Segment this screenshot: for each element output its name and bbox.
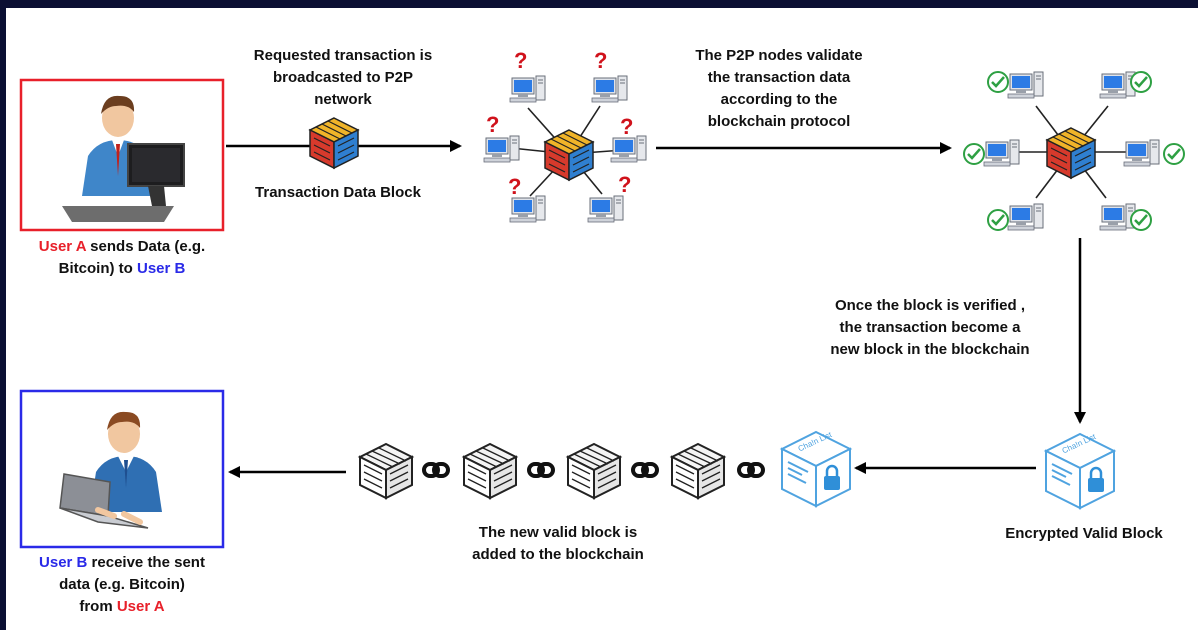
added-label: The new valid block is added to the bloc… — [458, 522, 658, 566]
node-icon — [587, 195, 624, 223]
caption-text: Bitcoin) to — [58, 260, 137, 277]
node-icon — [610, 135, 647, 163]
chain-link-icon — [737, 462, 765, 478]
verified-label: Once the block is verified , the transac… — [800, 295, 1060, 361]
encrypted-valid-block-label: Encrypted Valid Block — [1005, 525, 1163, 542]
check-icon — [1130, 71, 1152, 93]
transaction-data-block-label: Transaction Data Block — [255, 184, 421, 201]
node-icon — [509, 75, 546, 103]
user-b-caption-line: from User A — [16, 596, 228, 618]
question-mark-icon: ? — [486, 112, 499, 137]
broadcast-label-line: network — [314, 91, 372, 108]
node-icon — [1007, 71, 1044, 99]
check-icon — [987, 209, 1009, 231]
broadcast-label-line: Requested transaction is — [253, 47, 433, 64]
chain-link-icon — [631, 462, 659, 478]
check-icon — [963, 143, 985, 165]
node-icon — [1099, 71, 1136, 99]
transaction-block-icon — [309, 117, 359, 169]
user-b-caption-line: data (e.g. Bitcoin) — [59, 576, 185, 593]
blockchain — [359, 443, 765, 499]
validate-label-line: The P2P nodes validate — [695, 47, 863, 64]
node-icon — [591, 75, 628, 103]
node-icon — [1099, 203, 1136, 231]
user-a-caption: User A sends Data (e.g. Bitcoin) to User… — [16, 236, 228, 280]
chain-link-icon — [527, 462, 555, 478]
caption-text: sends Data (e.g. — [86, 238, 206, 255]
diagram-graphics: ? ? ? ? ? ? Cha!n List Cha!n List — [19, 48, 1185, 549]
validated-block-icon — [1046, 127, 1096, 179]
validate-label-line: according to the — [720, 91, 838, 108]
chain-block-icon — [359, 443, 413, 499]
chain-block-icon — [567, 443, 621, 499]
user-a-name: User A — [116, 598, 165, 615]
user-a-name: User A — [38, 238, 87, 255]
chain-block-icon — [463, 443, 517, 499]
caption-text: from — [79, 598, 117, 615]
question-mark-icon: ? — [594, 48, 607, 73]
node-icon — [1123, 139, 1160, 167]
check-icon — [1163, 143, 1185, 165]
added-label-line: The new valid block is — [478, 524, 638, 541]
question-mark-icon: ? — [508, 174, 521, 199]
verified-label-line: Once the block is verified , — [834, 297, 1026, 314]
question-mark-icon: ? — [620, 114, 633, 139]
user-a-caption-line: Bitcoin) to User B — [16, 258, 228, 280]
question-mark-icon: ? — [618, 172, 631, 197]
user-a-caption-line: User A sends Data (e.g. — [16, 236, 228, 258]
user-b-name: User B — [136, 260, 186, 277]
check-icon — [1130, 209, 1152, 231]
check-icon — [987, 71, 1009, 93]
added-label-line: added to the blockchain — [472, 546, 644, 563]
user-b-name: User B — [39, 554, 88, 571]
validate-label-line: the transaction data — [707, 69, 851, 86]
node-icon — [483, 135, 520, 163]
chain-link-icon — [422, 462, 450, 478]
user-b-caption: User B receive the sent data (e.g. Bitco… — [16, 552, 228, 618]
node-icon — [1007, 203, 1044, 231]
verified-label-line: new block in the blockchain — [830, 341, 1030, 358]
node-icon — [983, 139, 1020, 167]
node-icon — [509, 195, 546, 223]
caption-text: receive the sent — [87, 554, 205, 571]
broadcast-label-line: broadcasted to P2P — [272, 69, 414, 86]
user-b-caption-line: User B receive the sent — [16, 552, 228, 574]
diagram-canvas: ? ? ? ? ? ? Cha!n List Cha!n List — [6, 8, 1198, 630]
validate-label: The P2P nodes validate the transaction d… — [674, 45, 884, 133]
verified-label-line: the transaction become a — [839, 319, 1021, 336]
chain-block-icon — [671, 443, 725, 499]
broadcast-label: Requested transaction is broadcasted to … — [230, 45, 456, 111]
validate-label-line: blockchain protocol — [707, 113, 851, 130]
question-mark-icon: ? — [514, 48, 527, 73]
